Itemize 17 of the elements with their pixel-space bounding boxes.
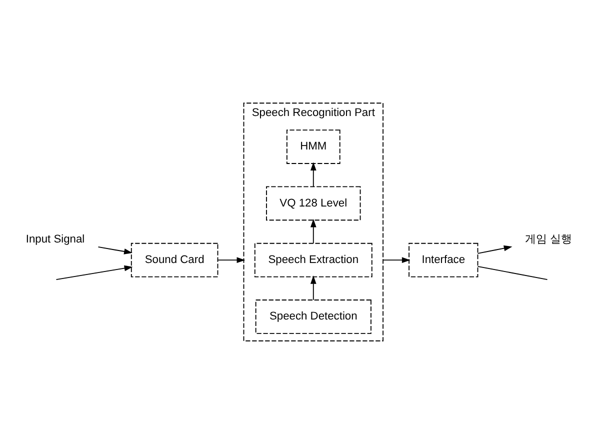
node-text: Input Signal <box>26 234 85 246</box>
node-box: HMM <box>286 130 340 164</box>
arrow <box>382 257 410 263</box>
node-box: Interface <box>408 242 478 278</box>
arrow <box>310 218 316 244</box>
arrow <box>310 162 316 188</box>
node-box: Speech Extraction <box>254 242 372 278</box>
arrow <box>56 265 133 280</box>
arrow <box>477 245 512 254</box>
arrow <box>310 275 316 300</box>
arrow <box>98 246 132 254</box>
arrow <box>218 257 246 263</box>
node-text: 게임 실행 <box>524 234 572 246</box>
node-box: VQ 128 Level <box>266 186 361 221</box>
node-box: Speech Detection <box>255 300 372 334</box>
node-box: Sound Card <box>130 242 218 278</box>
connector <box>477 266 548 280</box>
